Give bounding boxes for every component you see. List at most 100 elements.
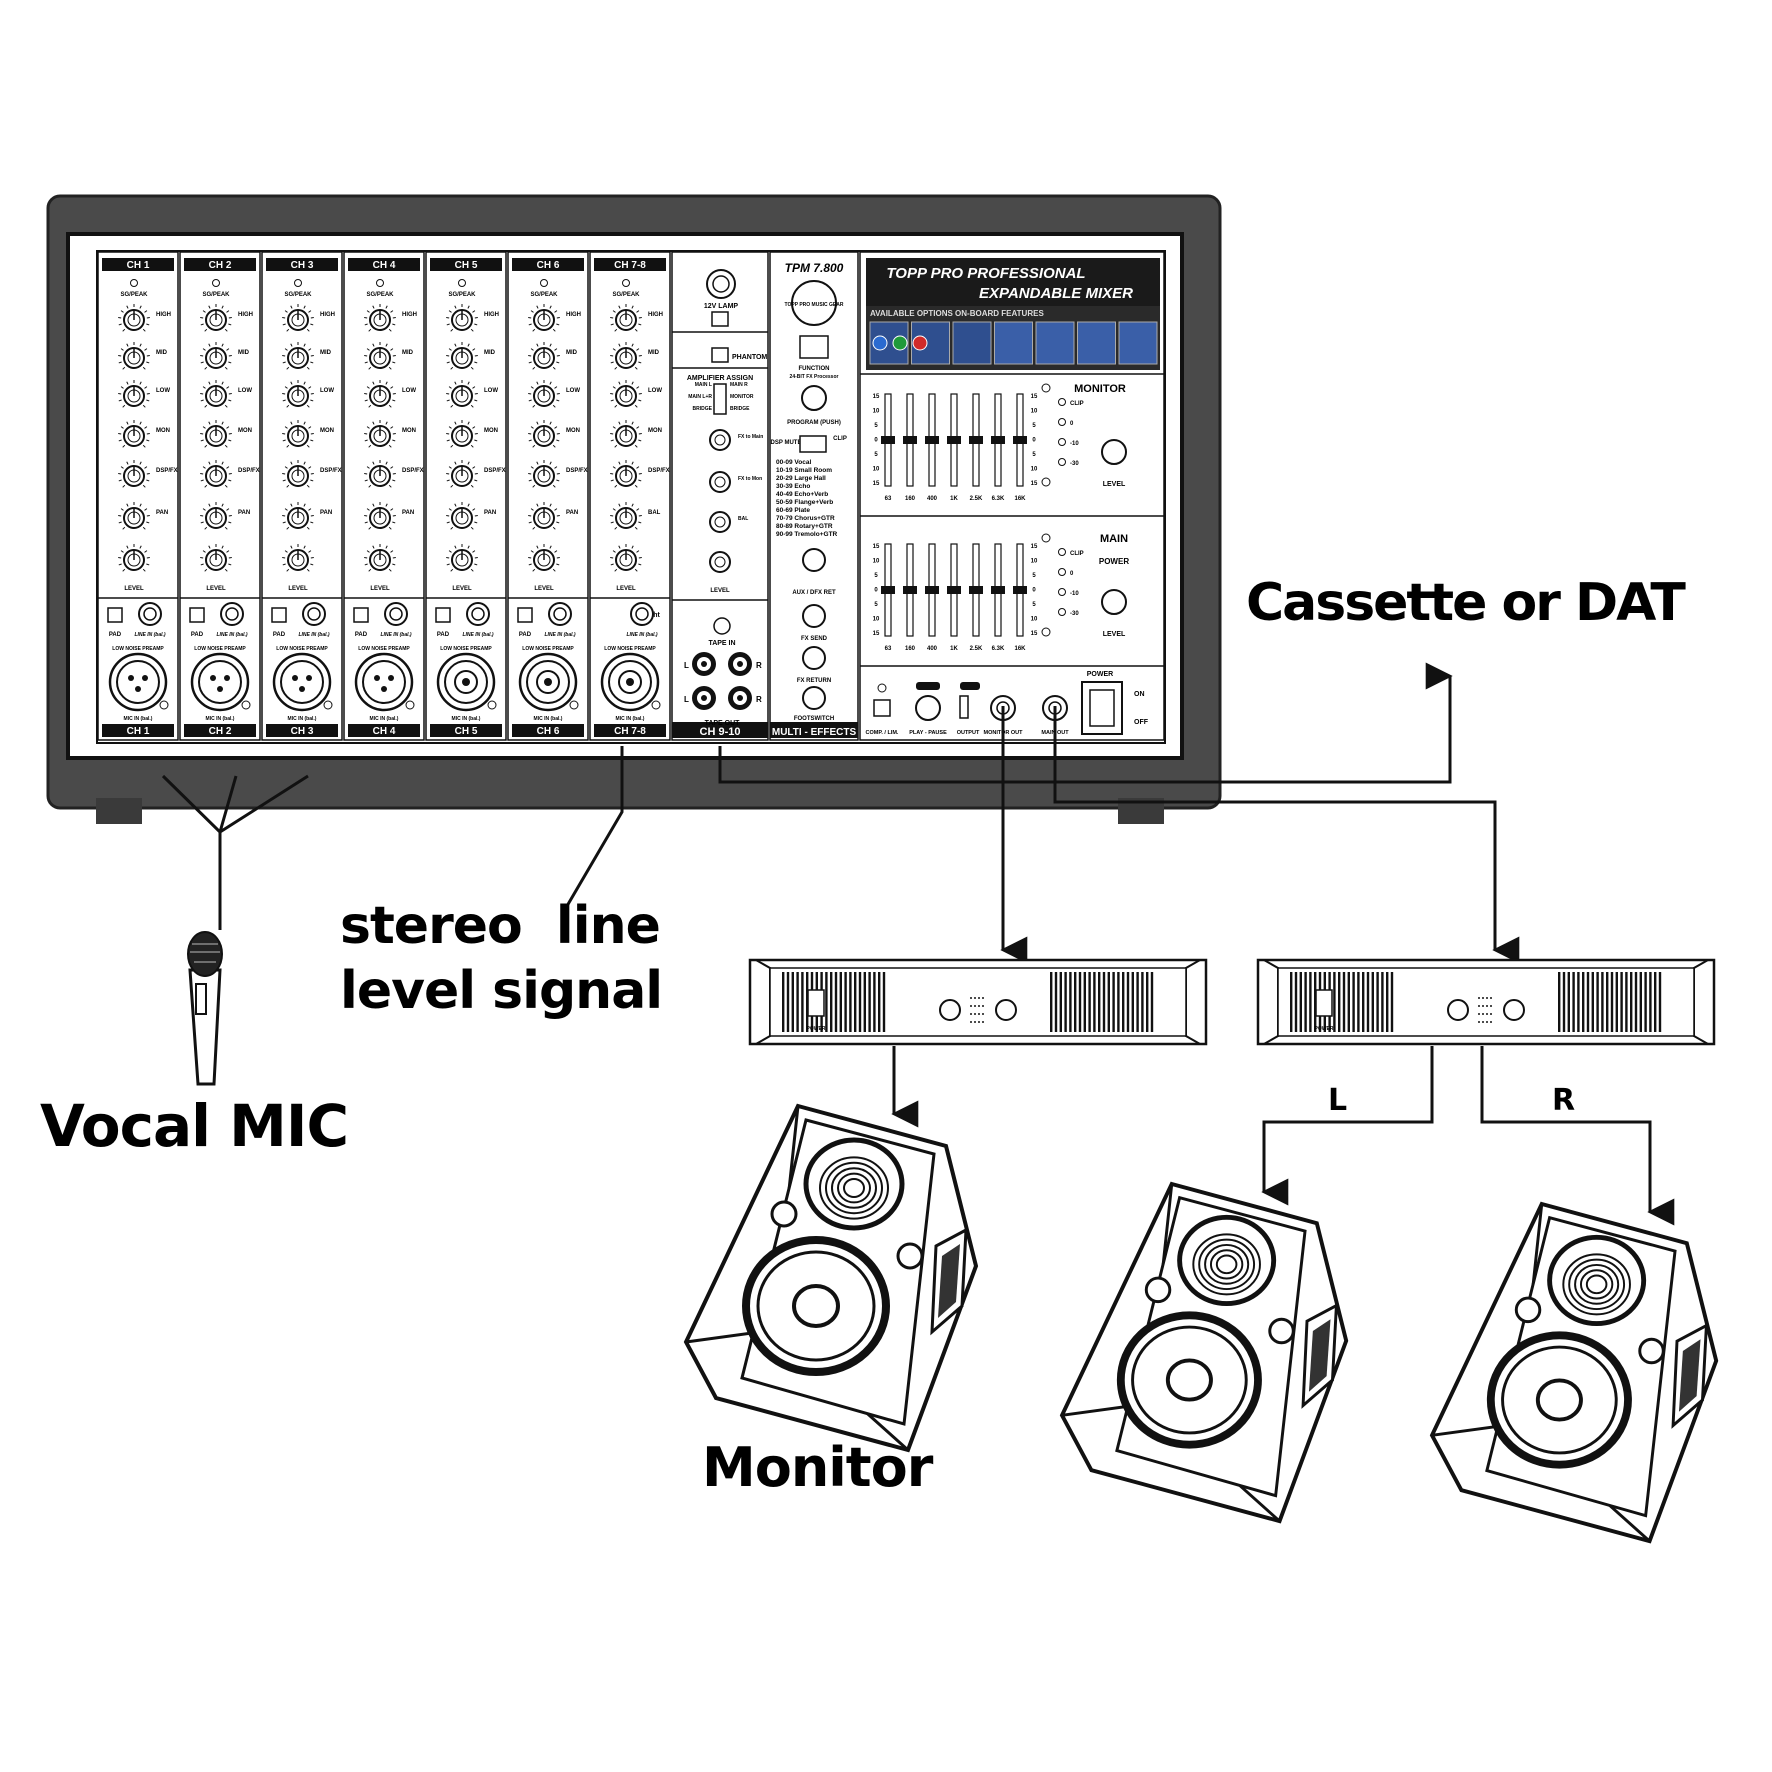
channel-knob[interactable] (200, 544, 232, 572)
pad-button[interactable] (107, 607, 123, 623)
channel-knob[interactable] (364, 420, 396, 448)
channel-knob[interactable] (118, 342, 150, 370)
peak-led (294, 279, 302, 287)
channel-knob[interactable] (282, 460, 314, 488)
channel-knob[interactable] (364, 342, 396, 370)
channel-knob[interactable] (364, 544, 396, 572)
channel-knob[interactable] (282, 544, 314, 572)
footswitch-jack[interactable] (802, 686, 826, 710)
channel-knob[interactable] (282, 380, 314, 408)
knob-label: LOW (156, 388, 170, 394)
aux-ret-knob[interactable] (802, 548, 826, 572)
channel-knob[interactable] (118, 502, 150, 530)
channel-knob[interactable] (446, 460, 478, 488)
channel-knob[interactable] (364, 380, 396, 408)
preset-entry: 80-89 Rotary+GTR (776, 523, 833, 530)
amp-knob[interactable] (939, 999, 961, 1021)
channel-knob[interactable] (118, 304, 150, 332)
eq-slider-handle[interactable] (903, 586, 917, 594)
channel-knob[interactable] (610, 460, 642, 488)
channel-knob[interactable] (528, 342, 560, 370)
channel-knob[interactable] (610, 420, 642, 448)
output-switch[interactable] (959, 695, 969, 719)
eq-slider-handle[interactable] (947, 586, 961, 594)
knob-label: DSP/FX (156, 468, 178, 474)
function-button[interactable] (799, 335, 829, 359)
eq-slider-handle[interactable] (1013, 436, 1027, 444)
eq-slider-handle[interactable] (969, 436, 983, 444)
eq-slider-handle[interactable] (881, 586, 895, 594)
channel-knob[interactable] (200, 380, 232, 408)
main-level-knob[interactable] (1101, 589, 1127, 615)
option-module-icon (1077, 321, 1116, 365)
channel-knob[interactable] (446, 342, 478, 370)
comp-lim-button[interactable] (873, 699, 891, 717)
lamp-switch[interactable] (711, 311, 729, 327)
channel-knob[interactable] (528, 420, 560, 448)
lamp-socket[interactable] (706, 269, 736, 299)
pad-button[interactable] (353, 607, 369, 623)
channel-knob[interactable] (364, 304, 396, 332)
channel-knob[interactable] (446, 420, 478, 448)
eq-slider-handle[interactable] (925, 586, 939, 594)
channel-knob[interactable] (528, 304, 560, 332)
channel-knob[interactable] (610, 502, 642, 530)
eq-slider-handle[interactable] (881, 436, 895, 444)
amp-knob[interactable] (1503, 999, 1525, 1021)
eq-slider-handle[interactable] (1013, 586, 1027, 594)
eq-slider-handle[interactable] (991, 586, 1005, 594)
amp-power-switch[interactable] (1315, 989, 1333, 1017)
program-knob[interactable] (801, 385, 827, 411)
dsp-mute-button[interactable] (799, 435, 827, 453)
channel-knob[interactable] (200, 420, 232, 448)
channel-knob[interactable] (118, 544, 150, 572)
channel-knob[interactable] (528, 460, 560, 488)
channel-knob[interactable] (118, 420, 150, 448)
fx-send-jack[interactable] (802, 604, 826, 628)
channel-knob[interactable] (118, 460, 150, 488)
channel-knob[interactable] (446, 544, 478, 572)
option-module-icon (1118, 321, 1158, 365)
eq-slider-handle[interactable] (991, 436, 1005, 444)
channel-knob[interactable] (610, 380, 642, 408)
pad-button[interactable] (517, 607, 533, 623)
comp-led (877, 683, 887, 693)
channel-knob[interactable] (610, 304, 642, 332)
eq-slider-handle[interactable] (947, 436, 961, 444)
monitor-level-knob[interactable] (1101, 439, 1127, 465)
channel-knob[interactable] (446, 380, 478, 408)
channel-knob[interactable] (446, 304, 478, 332)
pad-button[interactable] (189, 607, 205, 623)
play-pause-button[interactable] (915, 695, 941, 721)
eq-scale-label: 5 (1032, 573, 1036, 579)
eq-slider-handle[interactable] (903, 436, 917, 444)
amp-knob[interactable] (1447, 999, 1469, 1021)
channel-knob[interactable] (364, 502, 396, 530)
channel-knob[interactable] (528, 502, 560, 530)
channel-knob[interactable] (610, 544, 642, 572)
channel-knob[interactable] (528, 380, 560, 408)
channel-knob[interactable] (282, 420, 314, 448)
channel-knob[interactable] (610, 342, 642, 370)
pad-button[interactable] (435, 607, 451, 623)
amp-power-switch[interactable] (807, 989, 825, 1017)
eq-slider-handle[interactable] (925, 436, 939, 444)
channel-knob[interactable] (364, 460, 396, 488)
channel-knob[interactable] (282, 502, 314, 530)
phantom-switch[interactable] (711, 347, 729, 363)
channel-knob[interactable] (200, 304, 232, 332)
pad-button[interactable] (271, 607, 287, 623)
channel-knob[interactable] (118, 380, 150, 408)
channel-knob[interactable] (282, 342, 314, 370)
amp-assign-switch[interactable] (713, 383, 727, 415)
channel-knob[interactable] (200, 460, 232, 488)
channel-knob[interactable] (282, 304, 314, 332)
channel-knob[interactable] (528, 544, 560, 572)
channel-knob[interactable] (200, 502, 232, 530)
eq-slider-handle[interactable] (969, 586, 983, 594)
amp-knob[interactable] (995, 999, 1017, 1021)
channel-knob[interactable] (446, 502, 478, 530)
fx-return-jack[interactable] (802, 646, 826, 670)
fx-clip-label: CLIP (833, 436, 847, 442)
channel-knob[interactable] (200, 342, 232, 370)
